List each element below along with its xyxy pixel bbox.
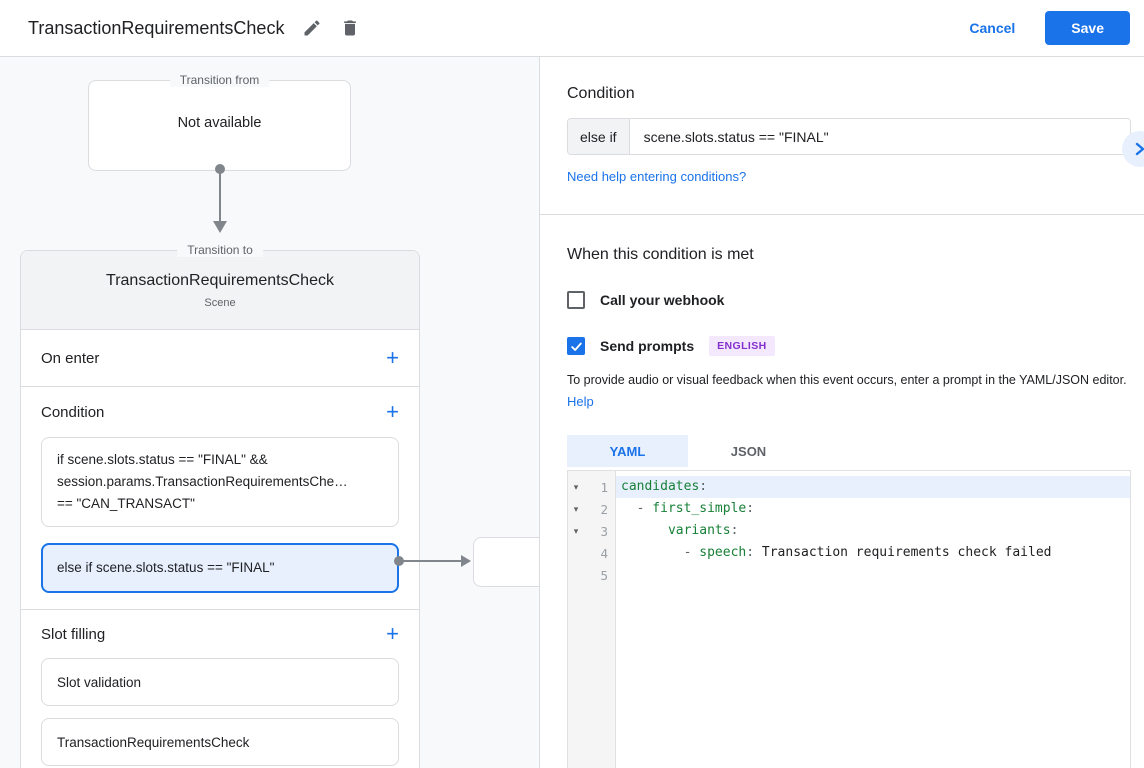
transition-to-label: Transition to — [177, 243, 263, 257]
yaml-editor[interactable]: ▾ 1 ▾ 2 ▾ 3 4 5 candidates: - first_simple:… — [567, 470, 1131, 768]
line-number: 3 — [600, 523, 608, 539]
webhook-label: Call your webhook — [600, 292, 725, 308]
prompt-description: To provide audio or visual feedback when… — [567, 370, 1131, 413]
tab-json[interactable]: JSON — [688, 435, 809, 467]
on-enter-label: On enter — [41, 349, 100, 367]
checkmark-icon — [570, 342, 582, 351]
code-line: - speech: Transaction requirements check… — [683, 545, 1052, 560]
condition-expression-row: else if — [567, 118, 1131, 155]
slot-filling-label: Slot filling — [41, 625, 106, 643]
delete-button[interactable] — [340, 18, 360, 38]
fold-arrow-icon[interactable]: ▾ — [573, 525, 579, 536]
send-prompts-checkbox-row[interactable]: Send prompts ENGLISH — [567, 336, 1131, 356]
editor-gutter: ▾ 1 ▾ 2 ▾ 3 4 5 — [568, 471, 616, 768]
code-line — [616, 564, 1130, 586]
line-number: 2 — [600, 501, 608, 517]
slot-item-validation[interactable]: Slot validation — [41, 658, 399, 706]
line-number: 1 — [600, 479, 608, 495]
page-title: TransactionRequirementsCheck — [28, 17, 285, 38]
conditions-help-link[interactable]: Need help entering conditions? — [567, 169, 747, 184]
scene-name: TransactionRequirementsCheck — [106, 272, 334, 289]
add-on-enter-button[interactable]: + — [386, 345, 399, 370]
line-number: 4 — [600, 545, 608, 561]
slot-item-transaction-check[interactable]: TransactionRequirementsCheck — [41, 718, 399, 766]
condition-label: Condition — [41, 403, 105, 421]
condition-expression-input[interactable] — [629, 119, 1130, 154]
chevron-right-icon — [1135, 142, 1144, 156]
condition-section: Condition + if scene.slots.status == "FI… — [21, 387, 419, 609]
scene-diagram-canvas: Transition from Not available Transition… — [0, 57, 540, 768]
edit-button[interactable] — [302, 18, 322, 38]
scene-type: Scene — [204, 297, 236, 309]
language-badge: ENGLISH — [709, 336, 775, 356]
line-number: 5 — [600, 567, 608, 583]
save-button[interactable]: Save — [1045, 11, 1130, 45]
webhook-checkbox[interactable] — [567, 291, 585, 309]
send-prompts-label: Send prompts — [600, 338, 695, 354]
add-slot-button[interactable]: + — [386, 621, 399, 646]
else-if-chip: else if — [568, 119, 630, 154]
divider — [21, 609, 419, 610]
help-link[interactable]: Help — [567, 394, 594, 409]
scene-card-header[interactable]: TransactionRequirementsCheck Scene — [21, 251, 419, 330]
top-bar: TransactionRequirementsCheck Cancel Save — [0, 0, 1144, 57]
code-line: variants: — [667, 523, 739, 538]
tab-yaml[interactable]: YAML — [567, 435, 688, 467]
pencil-icon — [304, 20, 320, 36]
divider — [540, 214, 1144, 215]
divider — [21, 386, 419, 387]
on-enter-section: On enter + — [21, 330, 419, 386]
transition-to-node: Transition to TransactionRequirementsChe… — [20, 243, 420, 768]
slot-filling-section: Slot filling + Slot validation Transacti… — [21, 610, 419, 766]
collapse-panel-button[interactable] — [1122, 131, 1144, 167]
when-met-heading: When this condition is met — [567, 246, 754, 263]
condition-line: if scene.slots.status == "FINAL" && — [57, 452, 268, 467]
transition-target-node[interactable] — [473, 537, 539, 587]
trash-icon — [344, 20, 357, 36]
transition-from-label: Transition from — [169, 73, 270, 87]
transition-from-node: Transition from Not available — [88, 73, 351, 171]
condition-item-if[interactable]: if scene.slots.status == "FINAL" && sess… — [41, 437, 399, 527]
editor-code-area[interactable]: candidates: - first_simple: variants: - … — [616, 471, 1130, 768]
code-line: - first_simple: — [636, 501, 755, 516]
fold-arrow-icon[interactable]: ▾ — [573, 481, 579, 492]
send-prompts-checkbox[interactable] — [567, 337, 585, 355]
condition-line: session.params.TransactionRequirementsCh… — [57, 474, 348, 489]
editor-format-tabs: YAML JSON — [567, 435, 1131, 467]
cancel-button[interactable]: Cancel — [969, 20, 1016, 36]
code-line-highlighted: candidates: — [616, 476, 1130, 498]
add-condition-button[interactable]: + — [386, 399, 399, 424]
transition-from-value: Not available — [177, 114, 262, 131]
fold-arrow-icon[interactable]: ▾ — [573, 503, 579, 514]
webhook-checkbox-row[interactable]: Call your webhook — [567, 291, 1131, 309]
condition-item-elseif-selected[interactable]: else if scene.slots.status == "FINAL" — [41, 543, 399, 593]
panel-title: Condition — [567, 85, 635, 102]
condition-line: else if scene.slots.status == "FINAL" — [57, 560, 275, 575]
condition-line: == "CAN_TRANSACT" — [57, 496, 195, 511]
prompt-description-text: To provide audio or visual feedback when… — [567, 373, 1127, 387]
condition-editor-panel: Condition else if Need help entering con… — [540, 57, 1144, 768]
